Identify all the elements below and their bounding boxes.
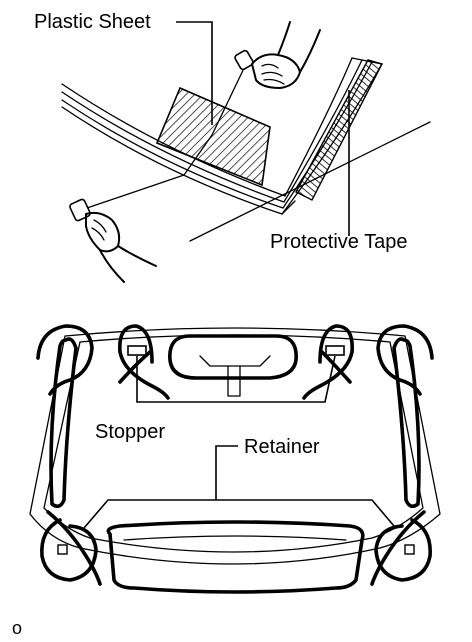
leader-plastic-sheet xyxy=(176,21,213,125)
pull-wire xyxy=(83,63,247,210)
lower-left-corner-clip xyxy=(40,510,102,586)
lower-hand-illustration xyxy=(69,198,157,283)
protective-tape xyxy=(295,59,384,201)
side-retainer-right xyxy=(392,337,421,509)
label-protective-tape: Protective Tape xyxy=(270,231,408,253)
upper-left-corner-clip xyxy=(36,324,94,396)
label-stopper: Stopper xyxy=(95,421,165,443)
lower-figure: Stopper Retainer xyxy=(29,324,441,594)
body-panel-line xyxy=(189,121,431,242)
plastic-sheet xyxy=(155,86,271,187)
lower-right-corner-clip xyxy=(370,510,432,586)
footer-mark: o xyxy=(12,618,22,638)
bottom-retainer xyxy=(106,520,365,594)
leader-retainer xyxy=(215,445,238,500)
stopper-clip-right xyxy=(302,324,354,400)
upper-figure: Plastic Sheet Protective Tape xyxy=(34,11,431,283)
label-plastic-sheet: Plastic Sheet xyxy=(34,11,151,33)
mirror-mount xyxy=(199,355,271,397)
leader-stopper xyxy=(136,355,336,403)
bottom-retainer-inner-line xyxy=(123,535,347,541)
stopper-clip-left xyxy=(118,324,170,400)
top-center-retainer xyxy=(168,334,298,380)
leader-retainer-bracket xyxy=(83,499,395,529)
upper-hand-illustration xyxy=(234,21,321,89)
stopper-left xyxy=(127,345,147,356)
upper-right-corner-clip xyxy=(376,324,434,396)
side-retainer-left xyxy=(49,337,78,509)
label-retainer: Retainer xyxy=(244,436,320,458)
stopper-right xyxy=(325,345,345,356)
